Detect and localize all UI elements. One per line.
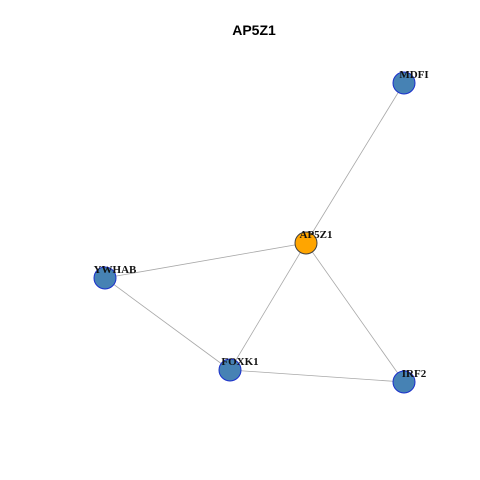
edges-layer xyxy=(104,82,405,383)
node-foxk1: FOXK1 xyxy=(218,356,259,382)
node-label-ywhab: YWHAB xyxy=(94,264,137,276)
node-circle-mdfi xyxy=(392,71,416,95)
node-circle-foxk1 xyxy=(218,358,242,382)
node-ap5z1: AP5Z1 xyxy=(294,229,333,255)
edge-ap5z1-mdfi xyxy=(305,82,405,244)
edge-ap5z1-irf2 xyxy=(305,242,405,383)
diagram-title: AP5Z1 xyxy=(232,22,276,38)
edge-ap5z1-foxk1 xyxy=(229,242,307,371)
node-circle-ap5z1 xyxy=(294,231,318,255)
edge-ap5z1-ywhab xyxy=(104,242,307,279)
node-irf2: IRF2 xyxy=(392,368,427,394)
node-label-irf2: IRF2 xyxy=(402,368,427,380)
node-circle-irf2 xyxy=(392,370,416,394)
node-ywhab: YWHAB xyxy=(93,264,137,290)
node-label-mdfi: MDFI xyxy=(399,69,428,81)
edge-ywhab-foxk1 xyxy=(104,277,231,371)
edge-foxk1-irf2 xyxy=(229,369,405,383)
node-circle-ywhab xyxy=(93,266,117,290)
node-mdfi: MDFI xyxy=(392,69,429,95)
node-label-ap5z1: AP5Z1 xyxy=(300,229,333,241)
node-label-foxk1: FOXK1 xyxy=(221,356,258,368)
